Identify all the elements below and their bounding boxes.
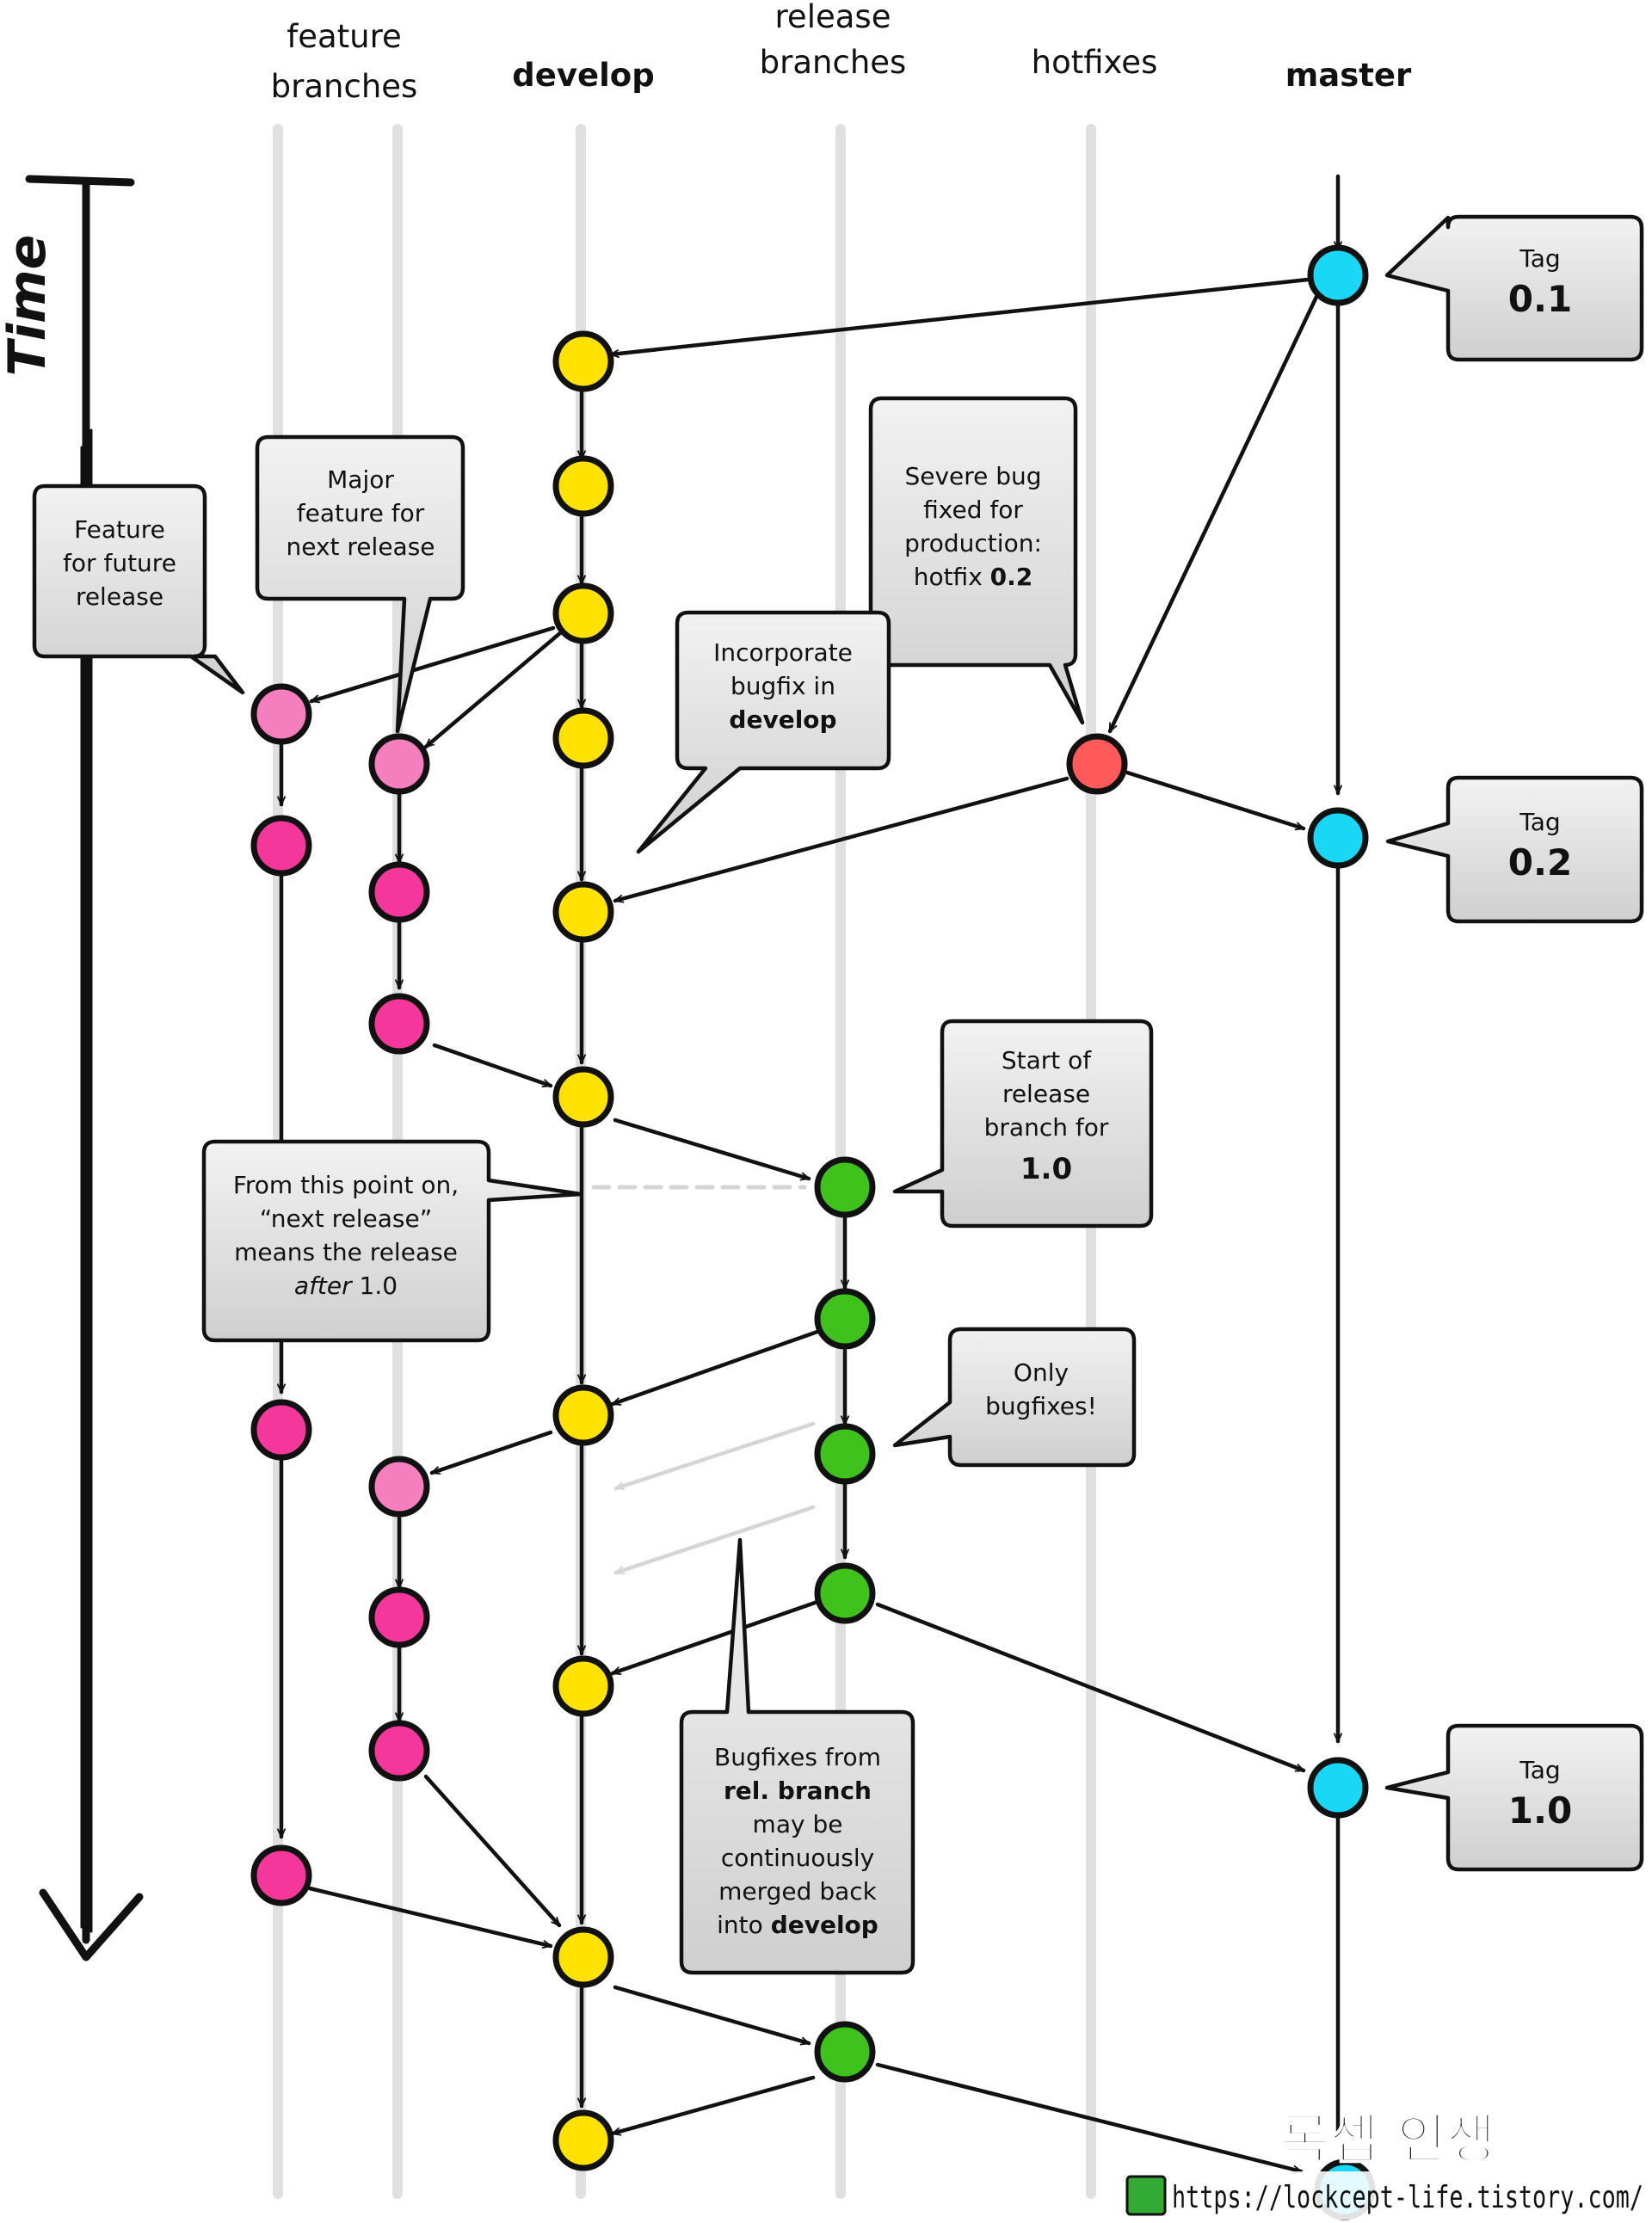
connections [281,174,1338,2171]
callout-tag-10 [1384,1723,1644,1872]
watermark-url-bg [1123,2171,1648,2220]
start-release-line1: Start of [1002,1046,1092,1075]
incorporate-line3: develop [729,705,836,734]
commit-release-5 [814,2021,876,2083]
callout-start-release [892,1019,1154,1228]
tag-10-label: Tag [1519,1756,1560,1784]
watermark-logo-icon [1125,2175,1167,2216]
commit-feature1-1 [250,683,312,745]
commit-feature1-3 [250,1399,312,1461]
major-feature-line2: feature for [297,499,425,527]
bugfixes-from-line1: Bugfixes from [714,1743,881,1771]
commit-develop-10 [552,2109,614,2171]
commit-feature2-4 [368,1456,430,1518]
callout-feature-future [32,483,245,695]
start-release-line3: branch for [984,1113,1109,1142]
callout-tag-02 [1385,775,1644,924]
callout-only-bugfixes [892,1327,1137,1468]
callout-bugfixes-from [679,1537,915,1975]
tag-02-value: 0.2 [1508,841,1572,884]
tag-01-value: 0.1 [1508,278,1572,320]
callout-major-feature [255,434,465,734]
feature-future-line2: for future [63,549,176,577]
commit-feature1-4 [250,1844,312,1906]
watermark-url: https://lockcept-life.tistory.com/ [1172,2180,1643,2215]
time-label: Time [0,235,58,377]
time-axis-arrowhead [39,1888,144,1961]
header-hotfixes: hotfixes [1032,44,1158,81]
major-feature-line1: Major [327,465,394,494]
callouts [32,214,1644,1975]
commit-feature2-6 [368,1720,430,1782]
callout-incorporate [636,610,891,854]
header-feature-line1: feature [287,18,402,55]
commit-feature2-1 [368,733,430,795]
only-bugfixes-line2: bugfixes! [985,1392,1097,1420]
bugfixes-from-line3: may be [753,1810,843,1838]
from-point-line4: after 1.0 [294,1272,398,1300]
commit-feature2-3 [368,993,430,1055]
severe-bug-line1: Severe bug [904,462,1041,490]
time-axis-top-bar [25,175,135,187]
start-release-line4: 1.0 [1020,1152,1072,1186]
callout-tag-01 [1384,214,1644,362]
incorporate-line1: Incorporate [713,638,853,667]
callout-from-point [201,1139,583,1343]
header-release-line1: release [775,0,891,35]
commit-master-tag-10 [1307,1757,1369,1819]
bugfixes-from-line2: rel. branch [724,1777,872,1805]
commit-develop-6 [552,1066,614,1128]
bugfixes-from-line6: into develop [717,1911,878,1939]
commit-hotfix-02 [1066,733,1128,795]
commit-develop-8 [552,1655,614,1717]
header-release-line2: branches [760,44,907,81]
commit-master-tag-01 [1307,244,1369,306]
header-develop: develop [512,57,654,94]
bugfixes-from-line5: merged back [718,1877,878,1906]
column-headers: feature branches develop release branche… [271,0,1412,105]
feature-future-line1: Feature [74,515,165,544]
commit-develop-3 [552,582,614,644]
callout-severe-bug [868,396,1085,725]
commit-release-2 [814,1288,876,1350]
major-feature-line3: next release [286,533,435,561]
commit-feature2-5 [368,1586,430,1648]
tag-02-label: Tag [1519,808,1560,836]
commit-master-tag-02 [1307,807,1369,869]
commit-release-1 [814,1156,876,1218]
commit-develop-5 [552,881,614,943]
from-point-line3: means the release [234,1238,458,1266]
incorporate-line2: bugfix in [730,672,835,700]
commit-develop-7 [552,1384,614,1446]
commit-feature2-2 [368,861,430,923]
bugfixes-from-line4: continuously [721,1844,874,1872]
severe-bug-line4: hotfix 0.2 [914,563,1033,591]
tag-10-value: 1.0 [1508,1789,1572,1832]
ghost-arrows [591,1185,816,1575]
severe-bug-line2: fixed for [923,496,1023,524]
only-bugfixes-line1: Only [1014,1358,1069,1387]
from-point-line1: From this point on, [233,1171,459,1199]
tag-01-label: Tag [1519,244,1560,273]
header-feature-line2: branches [271,68,418,105]
callout-texts: Tag 0.1 Tag 0.2 Tag 1.0 Feature for futu… [63,244,1572,1939]
commit-develop-1 [552,330,614,392]
commit-release-4 [814,1562,876,1624]
commit-develop-2 [552,455,614,517]
header-master: master [1285,57,1412,94]
commit-develop-9 [552,1926,614,1988]
from-point-line2: “next release” [260,1204,433,1233]
watermark-title: 록셉 인생 [1280,2108,1495,2171]
commit-feature1-2 [250,815,312,877]
watermark: 록셉 인생 https://lockcept-life.tistory.com/ [1123,2107,1648,2220]
time-axis [25,175,144,1961]
commit-develop-4 [552,707,614,769]
commit-release-3 [814,1423,876,1485]
commits [250,244,1376,2220]
severe-bug-line3: production: [904,529,1042,557]
feature-future-line3: release [76,582,163,611]
start-release-line2: release [1002,1080,1090,1108]
